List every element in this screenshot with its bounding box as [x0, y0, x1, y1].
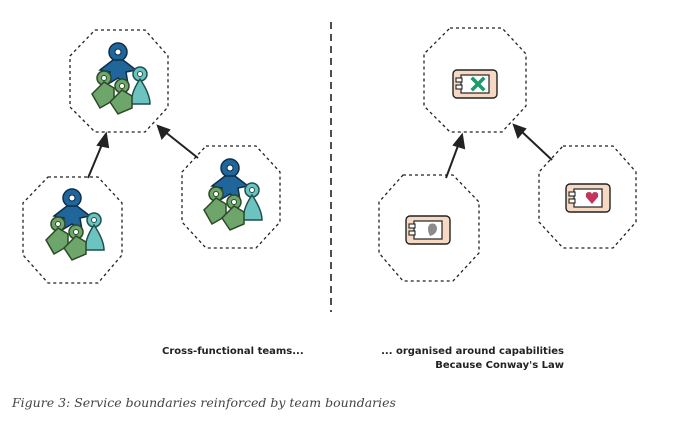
- right-label-line2: Because Conway's Law: [435, 360, 564, 371]
- service-heart-icon: [585, 192, 599, 204]
- right-label: ... organised around capabilities Becaus…: [381, 345, 564, 373]
- arrows-right: [445, 123, 553, 179]
- service-cross-icon: [470, 76, 486, 92]
- service-octagon-left: [378, 174, 480, 282]
- service-leaf-icon: [428, 223, 437, 236]
- team-octagon-top: [69, 29, 169, 133]
- team-octagon-right: [181, 145, 281, 249]
- service-octagon-top: [423, 27, 527, 133]
- arrows-left: [87, 124, 199, 179]
- service-octagon-right: [538, 145, 637, 249]
- figure-caption: Figure 3: Service boundaries reinforced …: [12, 395, 396, 410]
- left-label: Cross-functional teams...: [162, 346, 304, 357]
- team-octagon-left: [22, 176, 123, 284]
- right-label-line1: ... organised around capabilities: [381, 346, 564, 357]
